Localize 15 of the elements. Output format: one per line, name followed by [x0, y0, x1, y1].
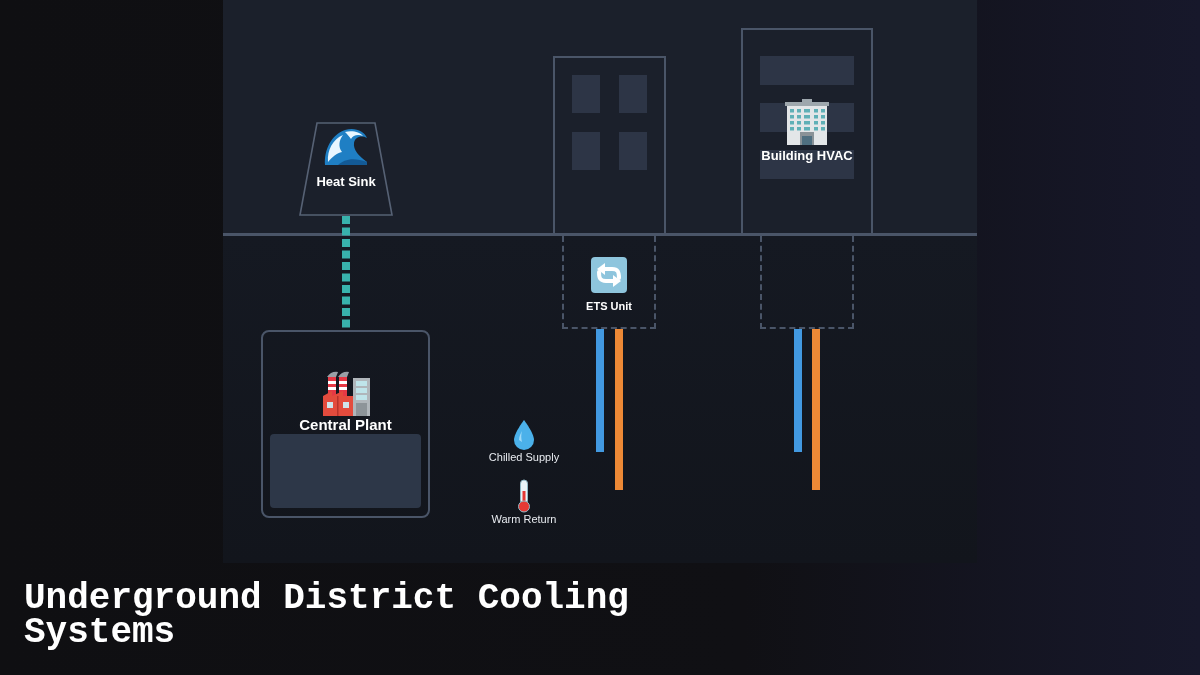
building-outline: [553, 56, 666, 235]
dashed-box: [562, 236, 656, 329]
plant-box: [261, 330, 430, 518]
legend-label: Warm Return: [491, 513, 557, 526]
node-label: Central Plant: [299, 417, 392, 432]
node-label: ETS Unit: [586, 300, 632, 313]
dotted-pipe: [342, 216, 350, 330]
equipment-block: [270, 434, 421, 508]
dashed-box: [760, 236, 854, 329]
node-label: Heat Sink: [316, 175, 376, 190]
building-outline: [741, 28, 873, 235]
node-label: Building HVAC: [761, 149, 853, 164]
trapezoid-outline: [299, 122, 393, 216]
diagram-title: Underground District Cooling Systems: [24, 582, 630, 650]
legend-label: Chilled Supply: [488, 451, 560, 464]
